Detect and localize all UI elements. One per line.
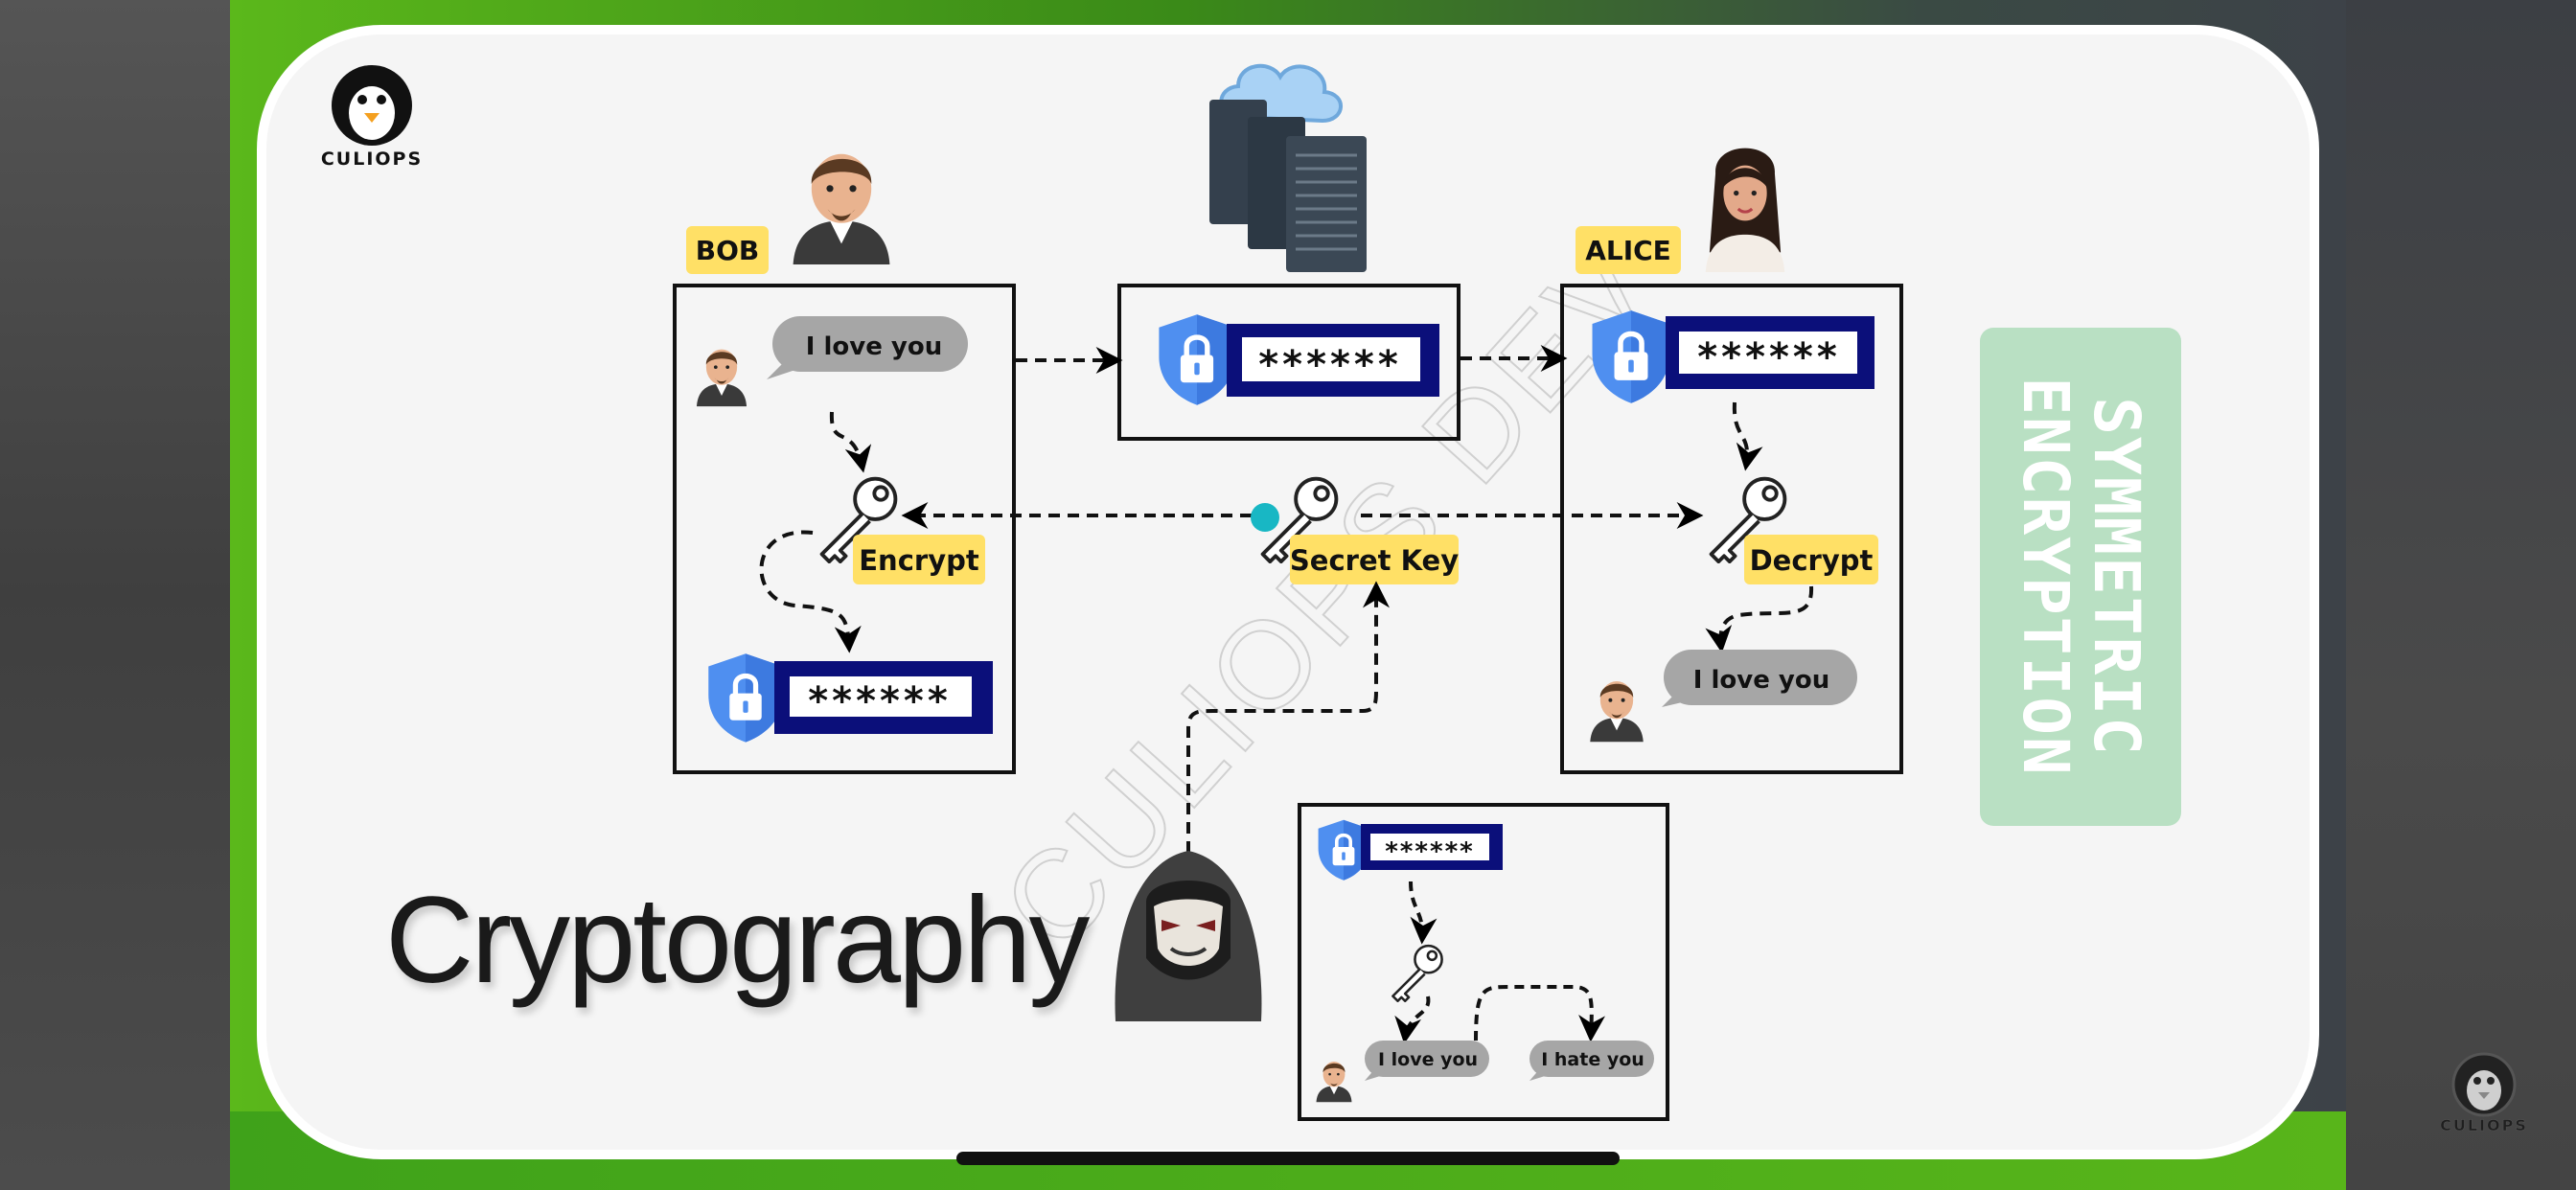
bob-message-bubble [772,316,968,372]
alice-small-avatar-icon [1590,680,1644,743]
bob-avatar-icon [793,153,890,264]
attack-original-bubble [1365,1041,1489,1077]
alice-label: ALICE [1585,235,1671,266]
bob-label: BOB [696,235,760,266]
right-backdrop [2346,0,2576,1190]
alice-panel [1560,284,1903,774]
bob-shield-lock-icon [708,653,782,742]
home-indicator[interactable] [956,1152,1620,1165]
attack-tampered-bubble [1530,1041,1654,1077]
server-cloud-icon [1209,63,1367,272]
server-shield-lock-icon [1159,314,1234,405]
left-backdrop [0,0,230,1190]
hacker-icon [1115,851,1262,1021]
secret-key-badge [1290,535,1459,584]
bob-small-avatar-icon [696,349,748,407]
decrypt-label: Decrypt [1750,544,1874,577]
attack-panel [1298,803,1669,1121]
alice-message-bubble [1664,650,1857,705]
bob-message-text: I love you [806,332,942,361]
encrypt-badge [853,535,985,584]
corner-logo-icon [2451,1052,2517,1117]
decrypt-badge [1744,535,1878,584]
alice-avatar-icon [1703,146,1787,272]
secret-key-label: Secret Key [1290,544,1459,577]
alice-badge [1576,226,1681,274]
diagram-title: Cryptography [385,872,1090,1009]
attack-tampered-text: I hate you [1541,1049,1644,1070]
corner-brand-name: CULIOPS [2440,1116,2528,1134]
penguin-logo-icon [332,65,412,146]
encrypt-label: Encrypt [859,544,979,577]
bob-badge [686,226,769,274]
cursor-dot [1251,503,1279,532]
brand-name: CULIOPS [321,149,423,170]
bob-cipher-text: ****** [808,679,952,723]
attack-key-icon [1392,944,1443,1002]
symmetric-encryption-label: SYMMETRIC ENCRYPTION [1980,328,2181,826]
server-cipher-text: ****** [1258,343,1402,387]
alice-message-text: I love you [1693,666,1829,695]
attack-original-text: I love you [1378,1049,1478,1070]
attack-small-avatar-icon [1316,1061,1352,1103]
bob-panel [673,284,1016,774]
alice-cipher-text: ****** [1697,335,1841,379]
attack-cipher-text: ****** [1385,837,1475,866]
